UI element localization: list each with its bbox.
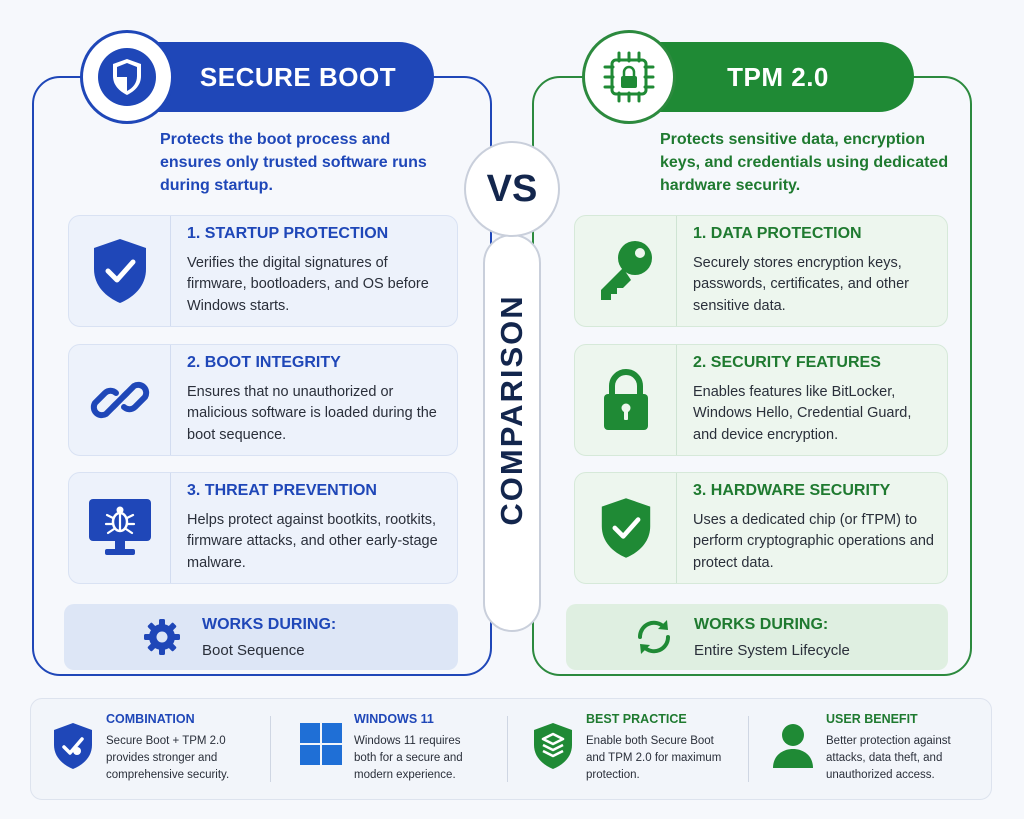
shield-layers-icon bbox=[534, 723, 572, 769]
works-label: WORKS DURING: bbox=[202, 615, 337, 633]
feature-title: 1. DATA PROTECTION bbox=[693, 224, 862, 242]
tpm-card-hardware: 3. HARDWARE SECURITY Uses a dedicated ch… bbox=[574, 472, 948, 584]
tpm-intro: Protects sensitive data, encryption keys… bbox=[660, 131, 949, 194]
feature-title: 3. THREAT PREVENTION bbox=[187, 481, 377, 499]
summary-desc: Secure Boot + TPM 2.0 provides stronger … bbox=[106, 735, 230, 781]
secure-boot-badge bbox=[80, 30, 174, 124]
shield-check-icon bbox=[54, 723, 92, 769]
secure-boot-card-integrity: 2. BOOT INTEGRITY Ensures that no unauth… bbox=[68, 344, 458, 456]
summary-strip bbox=[30, 698, 992, 800]
works-value: Entire System Lifecycle bbox=[694, 641, 850, 659]
tpm-badge bbox=[582, 30, 676, 124]
feature-desc: Uses a dedicated chip (or fTPM) to perfo… bbox=[693, 511, 934, 571]
summary-divider bbox=[748, 716, 749, 782]
feature-title: 1. STARTUP PROTECTION bbox=[187, 224, 389, 242]
windows-logo-icon bbox=[300, 723, 342, 765]
comparison-label: COMPARISON bbox=[494, 294, 529, 526]
summary-desc: Enable both Secure Boot and TPM 2.0 for … bbox=[586, 735, 722, 781]
shield-icon bbox=[98, 48, 156, 106]
works-label: WORKS DURING: bbox=[694, 615, 829, 633]
summary-combination: COMBINATION Secure Boot + TPM 2.0 provid… bbox=[40, 712, 256, 784]
feature-desc: Securely stores encryption keys, passwor… bbox=[693, 254, 909, 314]
feature-desc: Helps protect against bootkits, rootkits… bbox=[187, 511, 438, 571]
summary-divider bbox=[507, 716, 508, 782]
summary-title: USER BENEFIT bbox=[826, 712, 918, 726]
summary-title: COMBINATION bbox=[106, 712, 195, 726]
secure-boot-card-threat: 3. THREAT PREVENTION Helps protect again… bbox=[68, 472, 458, 584]
summary-windows: WINDOWS 11 Windows 11 requires both for … bbox=[288, 712, 478, 784]
feature-desc: Enables features like BitLocker, Windows… bbox=[693, 383, 912, 443]
vs-circle: VS bbox=[464, 141, 560, 237]
tpm-card-data: 1. DATA PROTECTION Securely stores encry… bbox=[574, 215, 948, 327]
feature-title: 2. BOOT INTEGRITY bbox=[187, 353, 341, 371]
summary-user-benefit: USER BENEFIT Better protection against a… bbox=[760, 712, 968, 784]
secure-boot-intro: Protects the boot process and ensures on… bbox=[160, 131, 427, 194]
secure-boot-title: SECURE BOOT bbox=[199, 61, 397, 92]
feature-desc: Verifies the digital signatures of firmw… bbox=[187, 254, 429, 314]
shield-check-icon bbox=[601, 498, 650, 558]
chip-lock-icon bbox=[603, 51, 655, 103]
user-icon bbox=[773, 724, 813, 768]
comparison-bar bbox=[483, 234, 541, 632]
works-value: Boot Sequence bbox=[202, 641, 305, 659]
gear-icon bbox=[144, 619, 180, 655]
tpm-title: TPM 2.0 bbox=[727, 61, 829, 92]
padlock-icon bbox=[603, 369, 648, 430]
shield-check-icon bbox=[93, 239, 146, 303]
summary-desc: Better protection against attacks, data … bbox=[826, 735, 951, 781]
feature-title: 3. HARDWARE SECURITY bbox=[693, 481, 891, 499]
summary-title: WINDOWS 11 bbox=[354, 712, 434, 726]
feature-desc: Ensures that no unauthorized or maliciou… bbox=[187, 383, 437, 443]
chain-link-icon bbox=[90, 381, 149, 419]
tpm-card-features: 2. SECURITY FEATURES Enables features li… bbox=[574, 344, 948, 456]
summary-title: BEST PRACTICE bbox=[586, 712, 687, 726]
feature-title: 2. SECURITY FEATURES bbox=[693, 353, 881, 371]
refresh-cycle-icon bbox=[637, 620, 671, 654]
summary-divider bbox=[270, 716, 271, 782]
monitor-bug-icon bbox=[88, 499, 151, 555]
key-icon bbox=[600, 241, 652, 300]
summary-best-practice: BEST PRACTICE Enable both Secure Boot an… bbox=[520, 712, 736, 784]
vs-label: VS bbox=[486, 167, 538, 210]
summary-desc: Windows 11 requires both for a secure an… bbox=[354, 735, 463, 781]
secure-boot-card-startup: 1. STARTUP PROTECTION Verifies the digit… bbox=[68, 215, 458, 327]
secure-boot-works-during: WORKS DURING: Boot Sequence bbox=[64, 604, 458, 670]
tpm-works-during: WORKS DURING: Entire System Lifecycle bbox=[566, 604, 948, 670]
